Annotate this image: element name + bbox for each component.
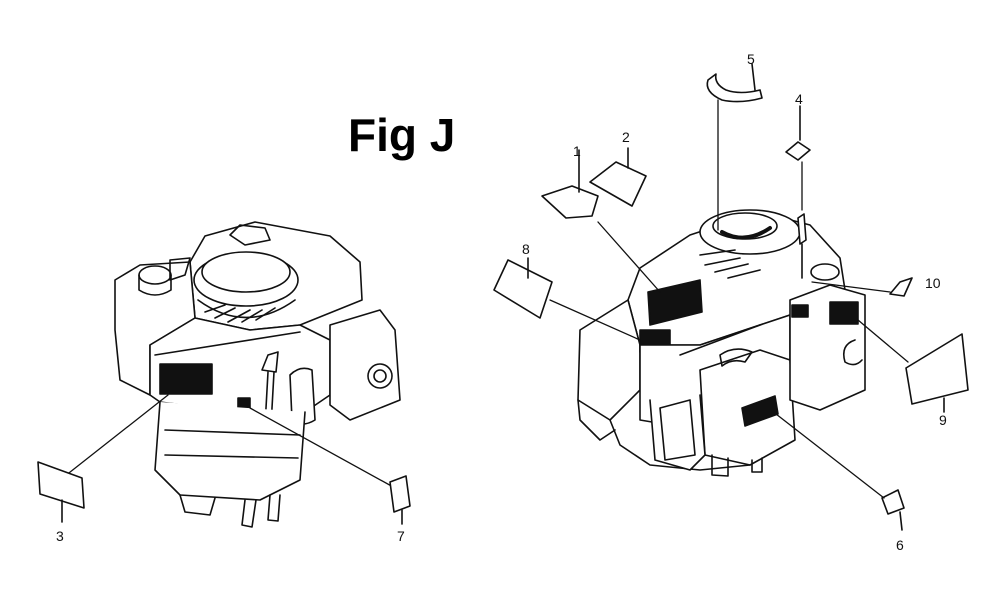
callout-6: 6 (896, 537, 904, 553)
decal-7-shape (389, 475, 411, 525)
decal-10-shape (889, 277, 913, 297)
decal-4-shape (785, 105, 811, 161)
decal-2-shape (589, 147, 647, 207)
callout-1: 1 (573, 143, 581, 159)
callout-9: 9 (939, 412, 947, 428)
callout-4: 4 (795, 91, 803, 107)
left-leaders (59, 394, 396, 489)
decal-8-shape (493, 257, 553, 319)
right-leaders (549, 99, 909, 499)
decal-3-shape (37, 461, 85, 523)
callout-3: 3 (56, 528, 64, 544)
decal-6-shape (881, 489, 905, 531)
callout-10: 10 (925, 275, 941, 291)
right-engine (577, 209, 866, 477)
left-engine (114, 221, 401, 528)
callout-numbers: 1 2 3 4 5 6 7 8 9 10 (56, 51, 947, 553)
callout-8: 8 (522, 241, 530, 257)
callout-5: 5 (747, 51, 755, 67)
decal-5-shape (706, 63, 763, 103)
decal-1-shape (541, 149, 599, 219)
figure-title: Fig J (348, 109, 456, 161)
decal-9-shape (905, 333, 969, 413)
callout-7: 7 (397, 528, 405, 544)
callout-2: 2 (622, 129, 630, 145)
